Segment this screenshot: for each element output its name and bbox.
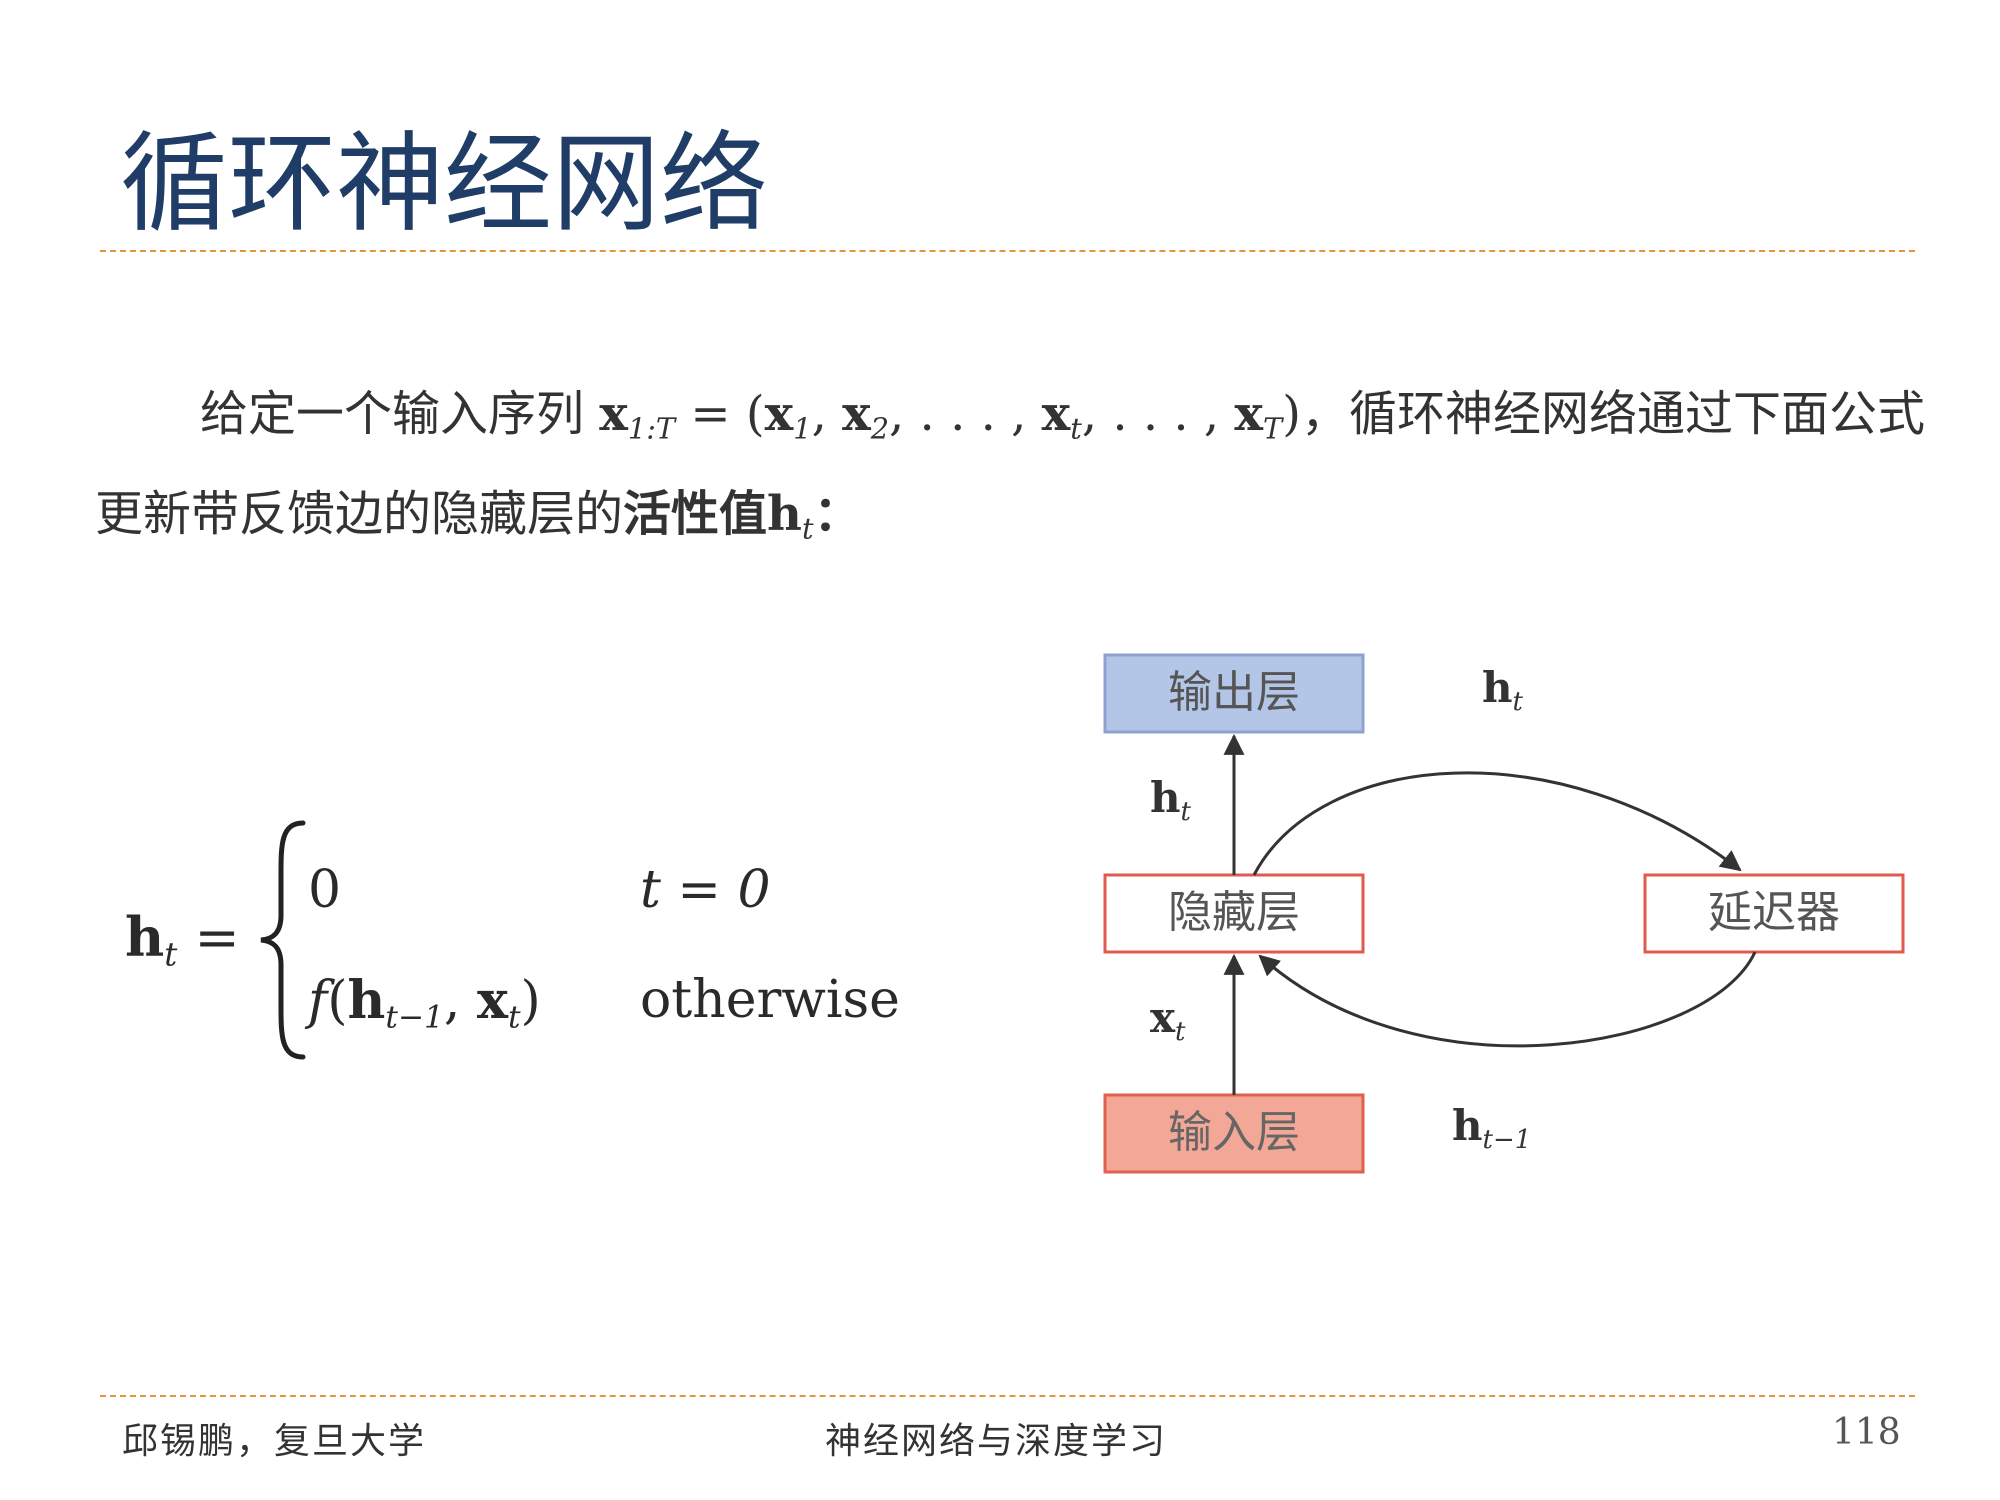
eq-lhs-var: h	[125, 905, 165, 969]
x2-var: x	[842, 386, 871, 442]
edge-label-hidden-delay: ht	[1482, 663, 1524, 717]
case1-sep: ,	[443, 971, 477, 1031]
output-layer-label: 输出层	[1168, 667, 1300, 718]
case0-condition: t = 0	[640, 860, 771, 920]
output-layer-box	[1103, 653, 1365, 734]
para-bold-phrase: 活性值	[623, 485, 768, 542]
equation-lhs: ht =	[125, 905, 240, 974]
edge-label-input-hidden: xt	[1150, 993, 1186, 1047]
xT-sub: T	[1263, 411, 1283, 446]
slide-title: 循环神经网络	[120, 122, 769, 247]
cases-brace	[260, 820, 306, 1060]
case1-x: x	[476, 970, 508, 1031]
para-middle: 循环神经网络通过下面公式更新带反馈边的隐藏层的	[95, 386, 1925, 542]
xt-var: x	[1041, 386, 1071, 442]
input-layer-box	[1103, 1093, 1365, 1174]
xT-var: x	[1234, 386, 1264, 442]
case1-open: (	[327, 971, 348, 1031]
footer-author: 邱锡鹏，复旦大学	[122, 1421, 427, 1462]
arrow-hidden-to-delay	[1252, 771, 1742, 876]
seq-var: x	[599, 386, 628, 442]
case1-close: )	[520, 971, 541, 1031]
eq-lhs-eq: =	[177, 906, 240, 969]
case1-x-sub: t	[507, 999, 521, 1036]
footer-divider	[100, 1395, 1915, 1397]
x2-sub: 2	[870, 411, 890, 446]
seq-eq: = (	[675, 386, 765, 442]
hidden-layer-label: 隐藏层	[1168, 887, 1300, 938]
case1-h: h	[347, 970, 386, 1031]
case1-f: f	[308, 971, 328, 1031]
sep1: ,	[811, 386, 843, 442]
edge-label-hidden-output: ht	[1150, 773, 1192, 827]
dots1: , . . . ,	[889, 386, 1042, 442]
input-layer-label: 输入层	[1168, 1107, 1300, 1158]
edge-label-delay-hidden: ht−1	[1452, 1101, 1531, 1155]
title-divider	[100, 250, 1915, 252]
case0-value: 0	[308, 860, 342, 920]
intro-paragraph: 给定一个输入序列 x1:T = (x1, x2, . . . , xt, . .…	[95, 372, 1945, 571]
eq-lhs-sub: t	[164, 935, 178, 974]
hidden-layer-box	[1103, 873, 1365, 954]
case1-condition: otherwise	[640, 970, 900, 1030]
rnn-diagram: 输出层 隐藏层 输入层 延迟器 ht xt ht ht−1	[1103, 653, 1905, 1174]
seq-sub: 1:T	[627, 411, 676, 446]
para-h-sub: t	[801, 511, 814, 546]
xt-sub: t	[1070, 411, 1082, 446]
case1-h-sub: t−1	[385, 999, 444, 1036]
case1-value: f(ht−1, xt)	[308, 970, 541, 1035]
x1-var: x	[764, 386, 794, 442]
x1-sub: 1	[793, 411, 812, 446]
para-h-var: h	[767, 485, 802, 542]
delay-unit-box	[1643, 873, 1905, 954]
dots2: , . . . ,	[1081, 386, 1235, 442]
para-end: ：	[813, 485, 862, 542]
page-number: 118	[1832, 1412, 1901, 1453]
delay-unit-label: 延迟器	[1708, 887, 1840, 938]
arrow-delay-to-hidden	[1258, 951, 1757, 1048]
para-lead: 给定一个输入序列	[200, 386, 585, 442]
para-close: )，	[1282, 386, 1349, 442]
footer-course: 神经网络与深度学习	[825, 1421, 1168, 1462]
